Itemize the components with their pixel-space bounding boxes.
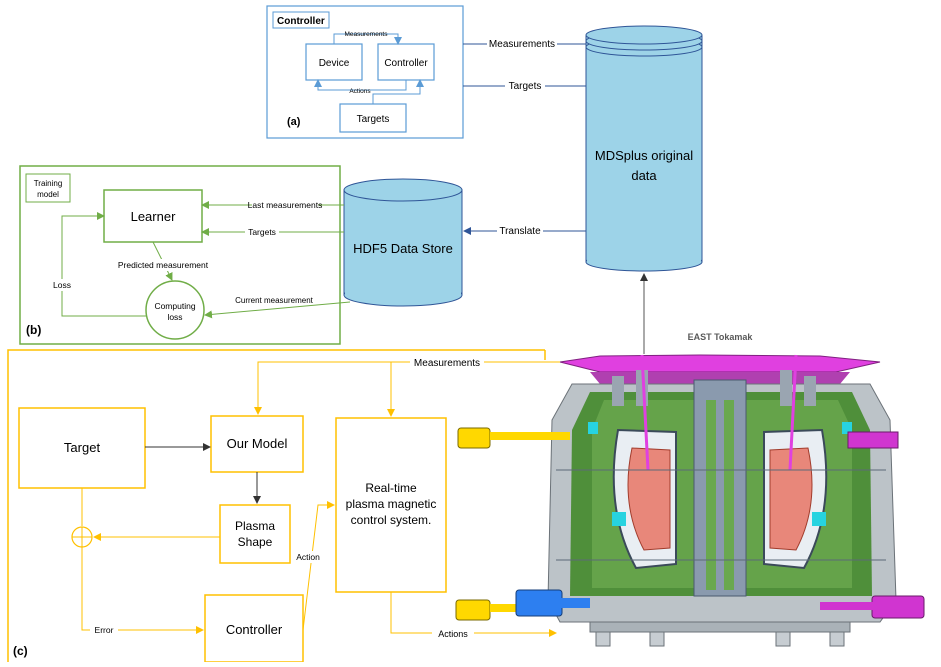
realtime-1: Real-time [365, 481, 417, 495]
our-model-box: Our Model [227, 436, 288, 451]
tokamak-label: EAST Tokamak [688, 332, 754, 342]
panel-c: Target Our Model Plasma Shape Controller… [7, 349, 560, 663]
panel-b-title-2: model [37, 190, 59, 199]
computing-loss-2: loss [167, 312, 182, 322]
hdf5-label: HDF5 Data Store [353, 241, 453, 256]
mdsplus-title-1: MDSplus original [595, 148, 693, 163]
plasma-shape-2: Shape [238, 535, 273, 549]
realtime-2: plasma magnetic [346, 497, 437, 511]
panel-a: Controller Device Controller Targets Mea… [266, 5, 464, 139]
last-measurements-label: Last measurements [248, 200, 323, 210]
translate-label: Translate [499, 226, 541, 237]
tokamak-image [455, 354, 925, 647]
mdsplus-cylinder: MDSplus original data [585, 25, 703, 272]
target-box: Target [64, 440, 101, 455]
loss-label: Loss [53, 280, 71, 290]
mdsplus-targets-label: Targets [509, 81, 542, 92]
panel-c-label: (c) [13, 644, 28, 658]
current-measurement-label: Current measurement [235, 296, 314, 305]
plasma-shape-1: Plasma [235, 519, 275, 533]
measurements-label: Measurements [345, 31, 389, 38]
actions-label: Actions [349, 88, 371, 95]
measurements-label-c: Measurements [414, 358, 480, 369]
panel-b-label: (b) [26, 323, 41, 337]
predicted-measurement-label: Predicted measurement [118, 260, 209, 270]
learner-box: Learner [131, 209, 176, 224]
device-box: Device [319, 58, 350, 69]
panel-b-title-1: Training [34, 179, 63, 188]
panel-a-label: (a) [287, 116, 301, 128]
action-label: Action [296, 552, 320, 562]
panel-b: Training model Learner Computing loss La… [19, 165, 351, 345]
targets-label-b: Targets [248, 227, 276, 237]
controller-box: Controller [384, 58, 428, 69]
realtime-3: control system. [351, 513, 432, 527]
hdf5-cylinder: HDF5 Data Store [343, 178, 463, 307]
panel-a-title: Controller [277, 16, 325, 27]
mdsplus-measurements-label: Measurements [489, 39, 555, 50]
actions-label-c: Actions [438, 629, 468, 639]
controller-box-c: Controller [226, 622, 283, 637]
targets-box: Targets [357, 114, 390, 125]
computing-loss-1: Computing [154, 301, 195, 311]
mdsplus-title-2: data [631, 168, 657, 183]
error-label: Error [95, 625, 114, 635]
